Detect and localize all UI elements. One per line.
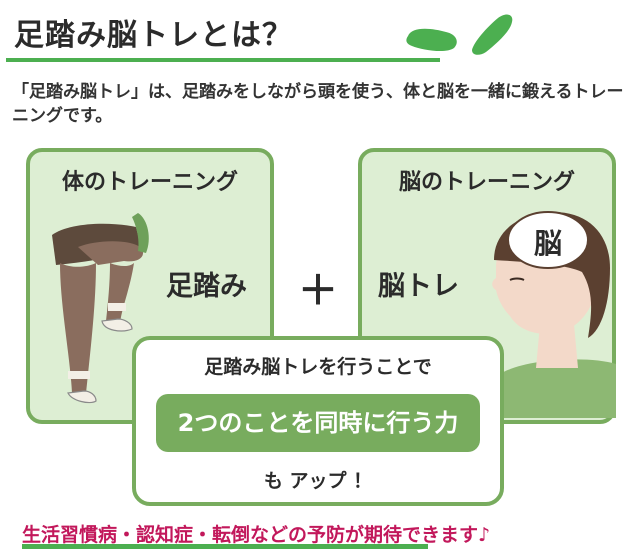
footprints-icon (406, 14, 513, 55)
page-title: 足踏み脳トレとは？ (14, 18, 293, 53)
brain-training-label: 脳トレ (378, 271, 459, 302)
brain-training-title: 脳のトレーニング (398, 170, 575, 195)
result-outro: も アップ ！ (263, 470, 373, 492)
title-underline (6, 58, 440, 62)
stepping-legs-illustration (52, 213, 149, 404)
stepping-label: 足踏み (166, 271, 247, 302)
result-box: 足踏み脳トレを行うことで 2つのことを同時に行う力 も アップ ！ (132, 336, 504, 506)
body-training-title: 体のトレーニング (61, 170, 238, 195)
intro-text: 「足踏み脳トレ」は、足踏みをしながら頭を使う、体と脳を一緒に鍛えるトレーニングで… (12, 82, 624, 126)
footer-benefit: 生活習慣病・認知症・転倒などの予防が期待できます♪ (22, 524, 491, 546)
plus-sign: ＋ (298, 268, 338, 314)
woman-head-illustration (492, 211, 616, 418)
result-highlight: 2つのことを同時に行う力 (156, 394, 480, 452)
result-intro: 足踏み脳トレを行うことで (204, 356, 432, 378)
footer-underline (22, 544, 428, 549)
brain-badge-label: 脳 (533, 227, 562, 260)
